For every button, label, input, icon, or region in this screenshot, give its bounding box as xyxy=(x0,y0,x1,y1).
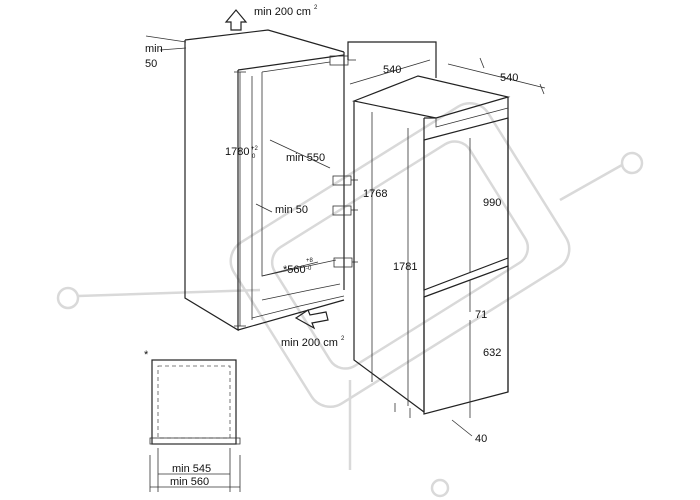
niche-width-tol-plus: +8 xyxy=(306,258,314,264)
inset-star: * xyxy=(144,349,149,361)
door-dimensions xyxy=(451,138,473,437)
top-vent-label: min 200 cm xyxy=(254,6,311,18)
upper-door-label: 990 xyxy=(483,197,501,209)
inset-min-560: min 560 xyxy=(170,476,209,488)
niche-width-dimension xyxy=(261,259,337,277)
niche-height-label: 1780 xyxy=(225,146,249,158)
appliance-height-dimensions xyxy=(371,112,409,406)
bottom-vent-label: min 200 cm xyxy=(281,337,338,349)
inset-min-545: min 545 xyxy=(172,463,211,475)
watermark-logo xyxy=(56,102,644,498)
niche-height-dimension xyxy=(234,71,246,327)
side-min-label: min 50 xyxy=(275,204,308,216)
gap-dimension xyxy=(145,35,187,51)
niche-height-tol-plus: +2 xyxy=(251,146,259,152)
appliance-height-2: 1781 xyxy=(393,261,417,273)
appliance-width-dimensions xyxy=(349,57,546,95)
min-depth-dimension xyxy=(269,139,331,169)
niche-width-tol-minus: -0 xyxy=(306,266,312,272)
appliance-height-1: 1768 xyxy=(363,188,387,200)
appliance xyxy=(351,75,511,418)
bottom-vent-arrow xyxy=(294,309,329,330)
bottom-gap-label: 40 xyxy=(475,433,487,445)
bottom-vent-sup: 2 xyxy=(341,336,345,342)
lower-door xyxy=(423,265,509,415)
hinge-top xyxy=(329,55,356,66)
appliance-width-2: 540 xyxy=(500,72,518,84)
niche-height-tol-minus: 0 xyxy=(252,154,256,160)
gap-min-label: min xyxy=(145,43,163,55)
niche-cabinet xyxy=(184,29,345,332)
cross-section-inset xyxy=(149,359,241,492)
top-vent-arrow xyxy=(224,9,248,31)
appliance-width-1: 540 xyxy=(383,64,401,76)
min-depth-label: min 550 xyxy=(286,152,325,164)
top-vent-sup: 2 xyxy=(314,5,318,11)
niche-width-label: *560 xyxy=(283,264,306,276)
side-min-dimension xyxy=(255,203,273,213)
door-link-line xyxy=(347,41,437,78)
hinge-bottom xyxy=(333,257,358,268)
gap-between-doors-label: 71 xyxy=(475,309,487,321)
gap-min-value: 50 xyxy=(145,58,157,70)
lower-door-label: 632 xyxy=(483,347,501,359)
